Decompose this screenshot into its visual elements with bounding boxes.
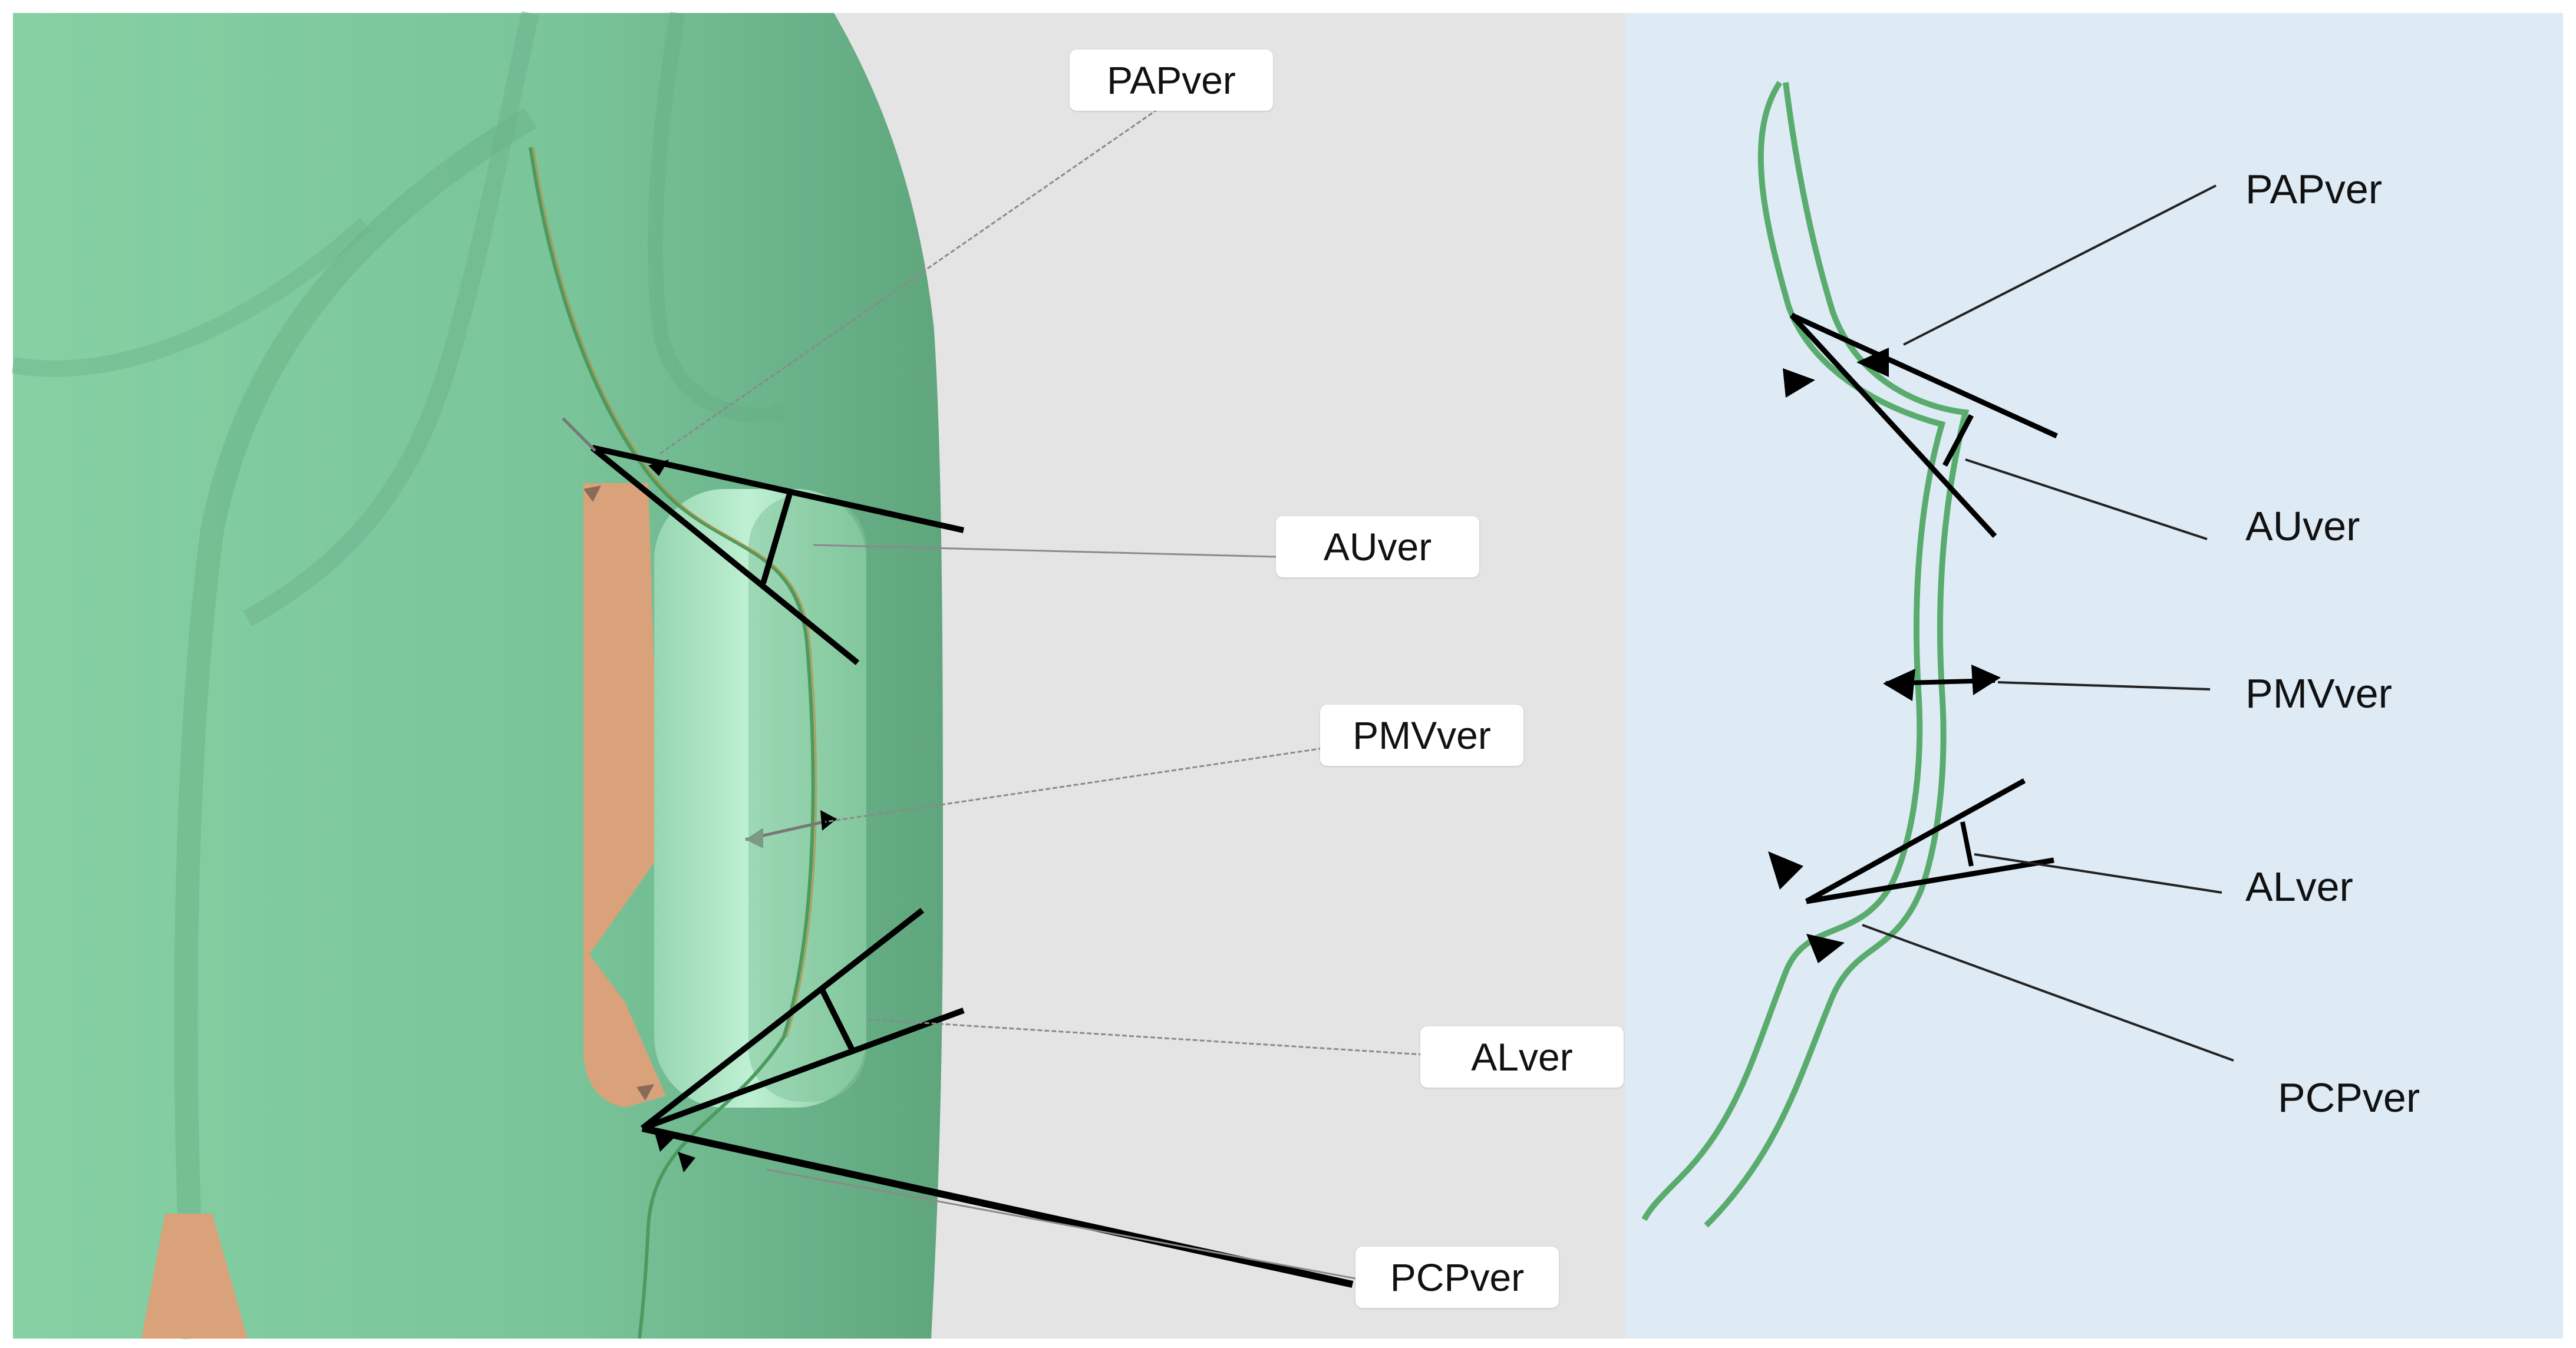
skin-patch bbox=[583, 483, 666, 1108]
leader-au bbox=[813, 544, 1277, 558]
triangle-arrowhead-icon bbox=[636, 1084, 654, 1101]
triangle-arrowhead-icon bbox=[678, 1152, 695, 1172]
pcp-line bbox=[641, 1125, 1354, 1288]
triangle-arrowhead-icon bbox=[820, 810, 837, 831]
skin-patch-lower bbox=[141, 1214, 248, 1339]
body-fold-4 bbox=[11, 217, 371, 377]
triangle-arrowhead-icon bbox=[1856, 348, 1889, 377]
triangle-arrowhead-icon bbox=[1768, 851, 1803, 890]
leader-al bbox=[866, 1018, 1424, 1056]
pap-line-2 bbox=[590, 445, 860, 665]
body-fold-2 bbox=[243, 11, 539, 627]
leader-pmv bbox=[824, 747, 1324, 823]
body-fold-3 bbox=[647, 11, 786, 423]
vessel-line bbox=[529, 147, 815, 1339]
vessel-line-inner bbox=[532, 147, 817, 1038]
pap-line-1 bbox=[591, 445, 965, 533]
label-right-papver: PAPver bbox=[2245, 166, 2383, 212]
vessel-outline-2 bbox=[1704, 82, 1970, 1228]
label-left-alver: ALver bbox=[1420, 1026, 1624, 1088]
r-leader-al bbox=[1974, 853, 2222, 894]
r-leader-pap bbox=[1903, 184, 2217, 346]
al-arc bbox=[819, 988, 855, 1050]
r-leader-pcp bbox=[1862, 924, 2234, 1062]
label-right-pcpver: PCPver bbox=[2278, 1075, 2420, 1121]
label-left-papver: PAPver bbox=[1070, 49, 1273, 111]
leader-pap bbox=[659, 108, 1159, 455]
triangle-arrowhead-icon bbox=[654, 1131, 675, 1152]
label-left-pmvver: PMVver bbox=[1320, 705, 1523, 766]
triangle-arrowhead-icon bbox=[746, 828, 763, 848]
r-al-line-2 bbox=[1806, 857, 2054, 904]
leader-pcp bbox=[766, 1168, 1356, 1280]
body-fold-1 bbox=[174, 107, 537, 1340]
label-right-auver: AUver bbox=[2245, 503, 2360, 549]
r-pap-line-1 bbox=[1790, 312, 2058, 439]
au-arc bbox=[760, 493, 793, 584]
right-panel bbox=[1625, 13, 2563, 1339]
label-left-pcpver: PCPver bbox=[1355, 1247, 1559, 1308]
vessel-outline-1 bbox=[1641, 81, 1946, 1221]
al-line-1 bbox=[640, 908, 925, 1131]
triangle-arrowhead-icon bbox=[1883, 669, 1915, 701]
triangle-arrowhead-icon bbox=[1806, 934, 1845, 963]
r-al-arc bbox=[1960, 821, 1974, 867]
triangle-arrowhead-icon bbox=[583, 485, 601, 502]
label-left-auver: AUver bbox=[1276, 516, 1479, 577]
r-leader-pmv bbox=[1997, 681, 2211, 690]
pap-ghost bbox=[562, 417, 596, 452]
label-right-alver: ALver bbox=[2245, 864, 2353, 910]
al-line-2 bbox=[641, 1007, 965, 1131]
triangle-arrowhead-icon bbox=[1971, 665, 2001, 695]
r-au-arc bbox=[1942, 414, 1974, 467]
r-leader-au bbox=[1965, 458, 2208, 540]
left-panel bbox=[11, 11, 1625, 1340]
r-pap-line-2 bbox=[1789, 313, 1997, 538]
triangle-arrowhead-icon bbox=[648, 460, 669, 476]
label-right-pmvver: PMVver bbox=[2245, 670, 2392, 716]
triangle-arrowhead-icon bbox=[1783, 368, 1815, 398]
r-al-line-1 bbox=[1805, 778, 2026, 904]
